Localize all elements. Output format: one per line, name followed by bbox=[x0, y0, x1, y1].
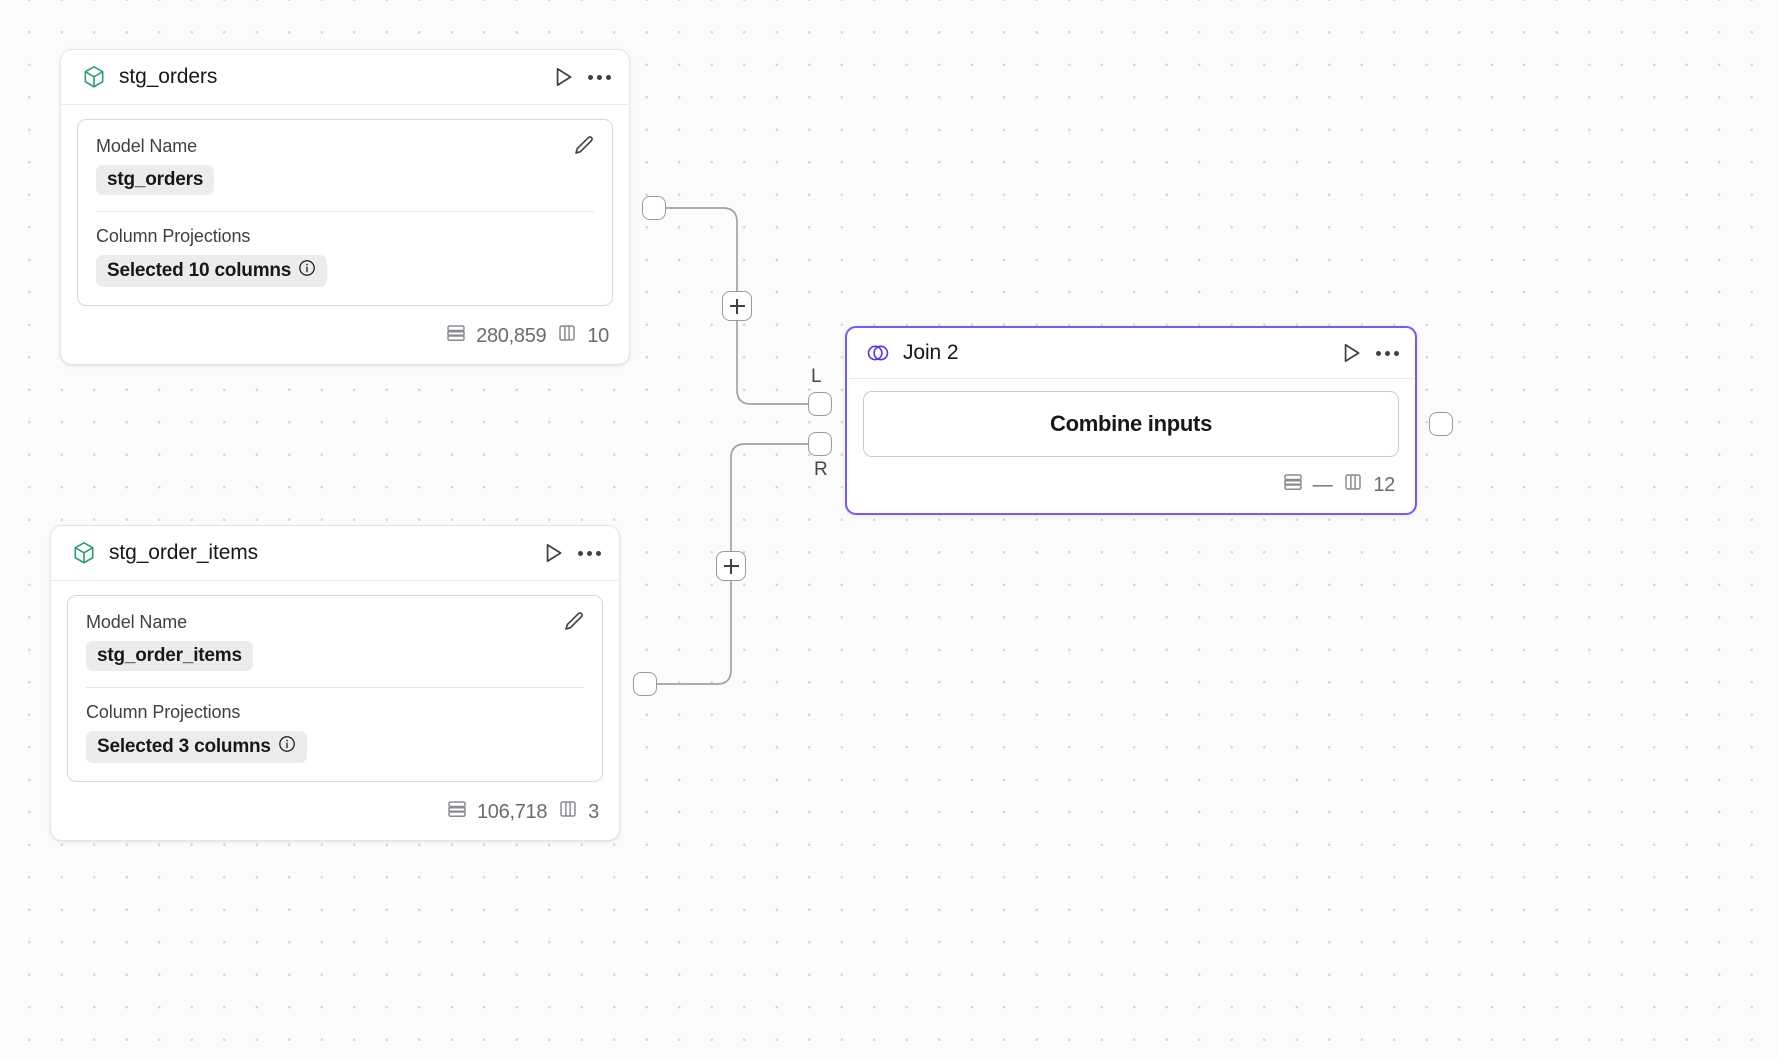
node-body: Model Name stg_orders Column Projections… bbox=[61, 105, 629, 316]
model-name-value: stg_orders bbox=[107, 169, 204, 190]
run-icon[interactable] bbox=[1338, 340, 1364, 366]
node-title: stg_orders bbox=[119, 65, 218, 88]
model-name-chip[interactable]: stg_orders bbox=[96, 165, 215, 195]
column-projections-value: Selected 10 columns bbox=[107, 260, 292, 281]
run-icon[interactable] bbox=[540, 540, 566, 566]
input-port-label-left: L bbox=[811, 366, 822, 387]
column-projections-chip[interactable]: Selected 3 columns bbox=[86, 731, 307, 763]
node-stg-order-items[interactable]: stg_order_items Model Name stg_orde bbox=[50, 525, 620, 841]
cube-icon bbox=[81, 64, 107, 90]
column-count-stat: 10 bbox=[556, 322, 609, 350]
node-title: Join 2 bbox=[903, 341, 959, 364]
row-count-value: — bbox=[1312, 473, 1333, 496]
node-stg-orders[interactable]: stg_orders Model Name stg_orders bbox=[60, 49, 630, 365]
node-header: Join 2 bbox=[847, 328, 1415, 379]
output-port-stg-order-items[interactable] bbox=[633, 672, 657, 696]
field-label-column-projections: Column Projections bbox=[86, 702, 241, 722]
rows-icon bbox=[445, 322, 467, 350]
rows-icon bbox=[446, 798, 468, 826]
input-port-join-right[interactable] bbox=[808, 432, 832, 456]
column-count-value: 3 bbox=[588, 800, 599, 823]
rows-icon bbox=[1282, 471, 1304, 499]
node-title: stg_order_items bbox=[109, 541, 259, 564]
column-count-value: 10 bbox=[587, 324, 609, 347]
node-footer: 106,718 3 bbox=[51, 792, 619, 840]
model-name-chip[interactable]: stg_order_items bbox=[86, 641, 253, 671]
info-icon[interactable] bbox=[278, 735, 296, 759]
node-footer: 280,859 10 bbox=[61, 316, 629, 364]
node-footer: — 12 bbox=[847, 465, 1415, 513]
columns-icon bbox=[1342, 471, 1364, 499]
more-icon[interactable] bbox=[578, 550, 601, 556]
join-venn-icon bbox=[865, 340, 891, 366]
columns-icon bbox=[556, 322, 578, 350]
model-config-panel: Model Name stg_order_items Column Projec… bbox=[67, 595, 603, 782]
info-icon[interactable] bbox=[298, 259, 316, 283]
node-body: Model Name stg_order_items Column Projec… bbox=[51, 581, 619, 792]
panel-divider bbox=[86, 687, 584, 688]
input-port-label-right: R bbox=[814, 459, 828, 480]
add-node-on-edge-left[interactable] bbox=[722, 291, 752, 321]
input-port-join-left[interactable] bbox=[808, 392, 832, 416]
more-icon[interactable] bbox=[1376, 350, 1399, 356]
node-join-2[interactable]: Join 2 Combine inputs bbox=[845, 326, 1417, 515]
node-header: stg_orders bbox=[61, 50, 629, 105]
column-projections-chip[interactable]: Selected 10 columns bbox=[96, 255, 328, 287]
more-icon[interactable] bbox=[588, 74, 611, 80]
cube-icon bbox=[71, 540, 97, 566]
column-count-value: 12 bbox=[1373, 473, 1395, 496]
row-count-value: 106,718 bbox=[476, 800, 548, 823]
edit-pencil-icon[interactable] bbox=[562, 610, 586, 639]
output-port-stg-orders[interactable] bbox=[642, 196, 666, 220]
columns-icon bbox=[557, 798, 579, 826]
column-count-stat: 12 bbox=[1342, 471, 1395, 499]
column-projections-value: Selected 3 columns bbox=[97, 736, 271, 757]
field-label-model-name: Model Name bbox=[96, 136, 198, 156]
run-icon[interactable] bbox=[550, 64, 576, 90]
field-label-model-name: Model Name bbox=[86, 612, 188, 632]
row-count-stat: 280,859 bbox=[445, 322, 547, 350]
model-config-panel: Model Name stg_orders Column Projections… bbox=[77, 119, 613, 306]
row-count-value: 280,859 bbox=[476, 324, 547, 347]
combine-inputs-button[interactable]: Combine inputs bbox=[863, 391, 1399, 457]
panel-divider bbox=[96, 211, 594, 212]
edit-pencil-icon[interactable] bbox=[572, 134, 596, 163]
row-count-stat: 106,718 bbox=[446, 798, 547, 826]
field-label-column-projections: Column Projections bbox=[96, 226, 251, 246]
column-count-stat: 3 bbox=[557, 798, 599, 826]
row-count-stat: — bbox=[1282, 471, 1333, 499]
output-port-join-2[interactable] bbox=[1429, 412, 1453, 436]
model-name-value: stg_order_items bbox=[97, 645, 242, 666]
add-node-on-edge-right[interactable] bbox=[716, 551, 746, 581]
node-header: stg_order_items bbox=[51, 526, 619, 581]
node-body: Combine inputs bbox=[847, 379, 1415, 465]
